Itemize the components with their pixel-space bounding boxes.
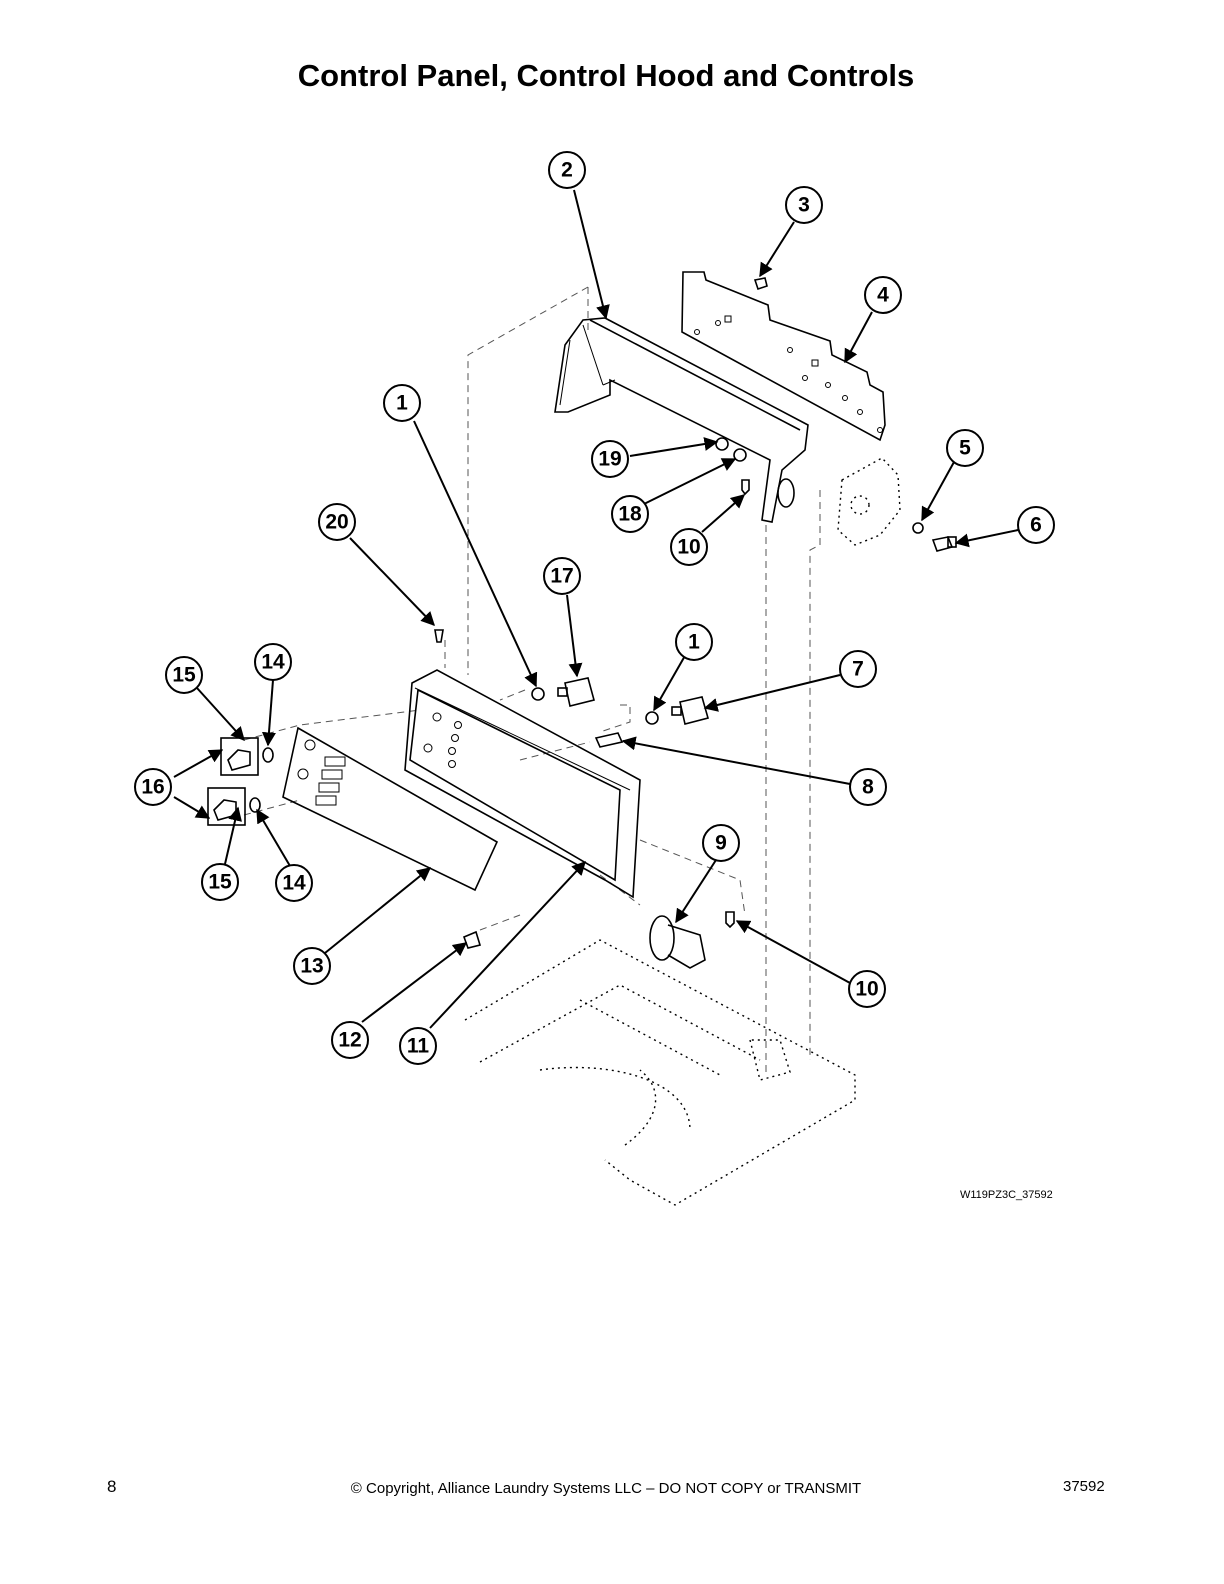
assembly-guide-lines [243,286,821,1075]
callout-label: 20 [325,511,348,534]
switch-part-17 [557,677,595,707]
callout-label: 14 [261,651,285,674]
callout-label: 16 [141,776,164,799]
callout-5: 5 [946,429,984,467]
screw-part-10-upper [741,479,750,496]
spring-washer-upper [262,747,274,763]
callout-label: 3 [798,194,810,217]
callout-16: 16 [134,768,172,806]
callout-label: 11 [407,1035,430,1058]
knob-upper [220,737,259,776]
page-number: 8 [107,1477,117,1496]
callout-15-upper: 15 [165,656,203,694]
copyright-notice: © Copyright, Alliance Laundry Systems LL… [350,1480,862,1497]
callout-20: 20 [318,503,356,541]
callout-1-lower: 1 [675,623,713,661]
callout-label: 10 [855,978,878,1001]
callout-11: 11 [399,1027,437,1065]
callout-7: 7 [839,650,877,688]
callout-10-upper: 10 [670,528,708,566]
callout-8: 8 [849,768,887,806]
control-panel [404,669,641,899]
spring-washer-lower [249,797,261,813]
callout-1-upper: 1 [383,384,421,422]
callout-18: 18 [611,495,649,533]
callout-label: 6 [1030,514,1042,537]
callout-label: 8 [862,776,874,799]
callout-label: 14 [282,872,306,895]
callout-label: 12 [338,1029,361,1052]
control-bracket [681,271,886,442]
knob-part-12 [462,930,482,949]
callout-label: 4 [877,284,889,307]
screw-part-10-lower [725,911,735,929]
screw-part-20 [434,629,444,643]
document-number: 37592 [1063,1478,1105,1495]
callout-label: 18 [618,503,642,526]
lock-washer-part-5 [912,522,924,534]
callout-label: 19 [598,448,621,471]
callout-9: 9 [702,824,740,862]
control-hood [554,317,809,523]
indicator-light-part-8 [594,732,624,748]
callout-15-lower: 15 [201,863,239,901]
star-washer-part-18 [733,448,747,462]
mounting-plate [837,457,901,546]
callout-10-lower: 10 [848,970,886,1008]
callout-label: 7 [852,658,864,681]
machine-top-outline [464,939,856,1206]
callout-14-lower: 14 [275,864,313,902]
callout-3: 3 [785,186,823,224]
callout-19: 19 [591,440,629,478]
callout-label: 1 [688,631,700,654]
pressure-switch-part-9 [649,915,706,969]
callout-6: 6 [1017,506,1055,544]
callout-12: 12 [331,1021,369,1059]
callout-2: 2 [548,151,586,189]
callout-13: 13 [293,947,331,985]
callout-17: 17 [543,557,581,595]
callout-label: 17 [550,565,573,588]
callout-leaders [173,189,1019,1029]
callout-label: 1 [396,392,408,415]
drawing-code: W119PZ3C_37592 [960,1189,1053,1201]
graphic-overlay [282,726,499,892]
callout-label: 2 [561,159,573,182]
callout-label: 15 [172,664,196,687]
nut-part-1-lower [645,711,659,725]
switch-part-7 [671,696,709,725]
page-title: Control Panel, Control Hood and Controls [297,58,915,93]
callout-label: 9 [715,832,727,855]
callout-14-upper: 14 [254,643,292,681]
nut-part-1-upper [531,687,545,701]
bolt-part-6 [931,536,957,552]
callout-label: 5 [959,437,971,460]
callout-label: 15 [208,871,232,894]
callout-label: 13 [300,955,323,978]
callout-4: 4 [864,276,902,314]
knob-lower [207,787,246,826]
screw-part-3 [753,277,768,291]
callout-label: 10 [677,536,700,559]
nut-part-19 [715,437,729,451]
